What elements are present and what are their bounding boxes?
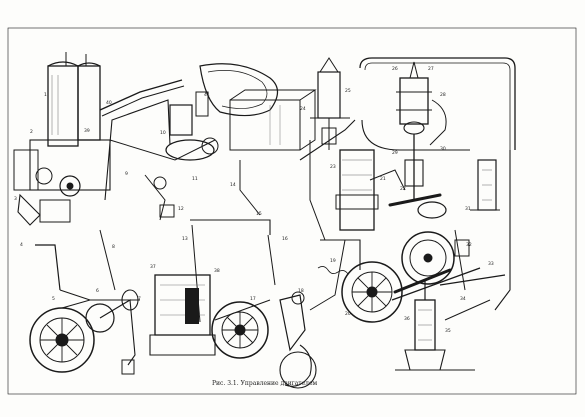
part-label: 32: [466, 242, 472, 248]
part-label: 30: [440, 146, 446, 152]
part-label: 17: [250, 296, 256, 302]
figure-border: [7, 27, 577, 395]
part-label: 8: [112, 244, 115, 250]
part-label: 38: [214, 268, 220, 274]
control-rods: [35, 140, 326, 323]
part-label: 41: [204, 92, 210, 98]
right-linkage: [439, 150, 511, 311]
part-label: 31: [465, 206, 471, 212]
governor-assembly: [149, 274, 271, 359]
part-label: 13: [182, 236, 188, 242]
part-label: 4: [20, 242, 23, 248]
part-label: 1: [44, 92, 47, 98]
air-cleaner-housing: [199, 63, 317, 151]
part-label: 28: [440, 92, 446, 98]
part-label: 36: [404, 316, 410, 322]
part-label: 3: [14, 196, 17, 202]
part-label: 16: [282, 236, 288, 242]
upper-right-valve: [359, 57, 516, 200]
part-label: 23: [330, 164, 336, 170]
fuel-tank-assembly: [13, 52, 185, 226]
part-label: 7: [138, 296, 141, 302]
part-label: 37: [150, 264, 156, 270]
left-pulley-wheel: [29, 289, 140, 375]
part-label: 33: [488, 261, 494, 267]
part-label: 40: [106, 100, 112, 106]
part-label: 10: [160, 130, 166, 136]
part-label: 35: [445, 328, 451, 334]
part-label: 5: [52, 296, 55, 302]
part-label: 25: [345, 88, 351, 94]
part-label: 9: [125, 171, 128, 177]
plunger-valve: [395, 280, 491, 371]
part-labels: 1 2 3 4 5 6 7 8 9 10 11 12 13 14 15 16 1…: [14, 66, 494, 334]
part-label: 26: [392, 66, 398, 72]
part-label: 19: [330, 258, 336, 264]
part-label: 18: [298, 288, 304, 294]
right-pulley-wheel: [341, 231, 481, 323]
figure-caption: Рис. 3.1. Управление двигателем: [212, 380, 318, 387]
part-label: 39: [84, 128, 90, 134]
cylinder-block: [320, 149, 447, 270]
part-label: 11: [192, 176, 198, 182]
part-label: 2: [30, 129, 33, 135]
part-label: 6: [96, 288, 99, 294]
part-label: 21: [380, 176, 386, 182]
throttle-linkage: [104, 91, 219, 221]
part-label: 15: [256, 211, 262, 217]
spring-lever: [279, 239, 349, 389]
valve-head-upper: [299, 57, 356, 161]
part-label: 24: [300, 106, 306, 112]
part-label: 29: [392, 150, 398, 156]
part-label: 12: [178, 206, 184, 212]
part-label: 27: [428, 66, 434, 72]
part-label: 14: [230, 182, 236, 188]
part-label: 22: [400, 186, 406, 192]
part-label: 34: [460, 296, 466, 302]
part-label: 20: [345, 311, 351, 317]
